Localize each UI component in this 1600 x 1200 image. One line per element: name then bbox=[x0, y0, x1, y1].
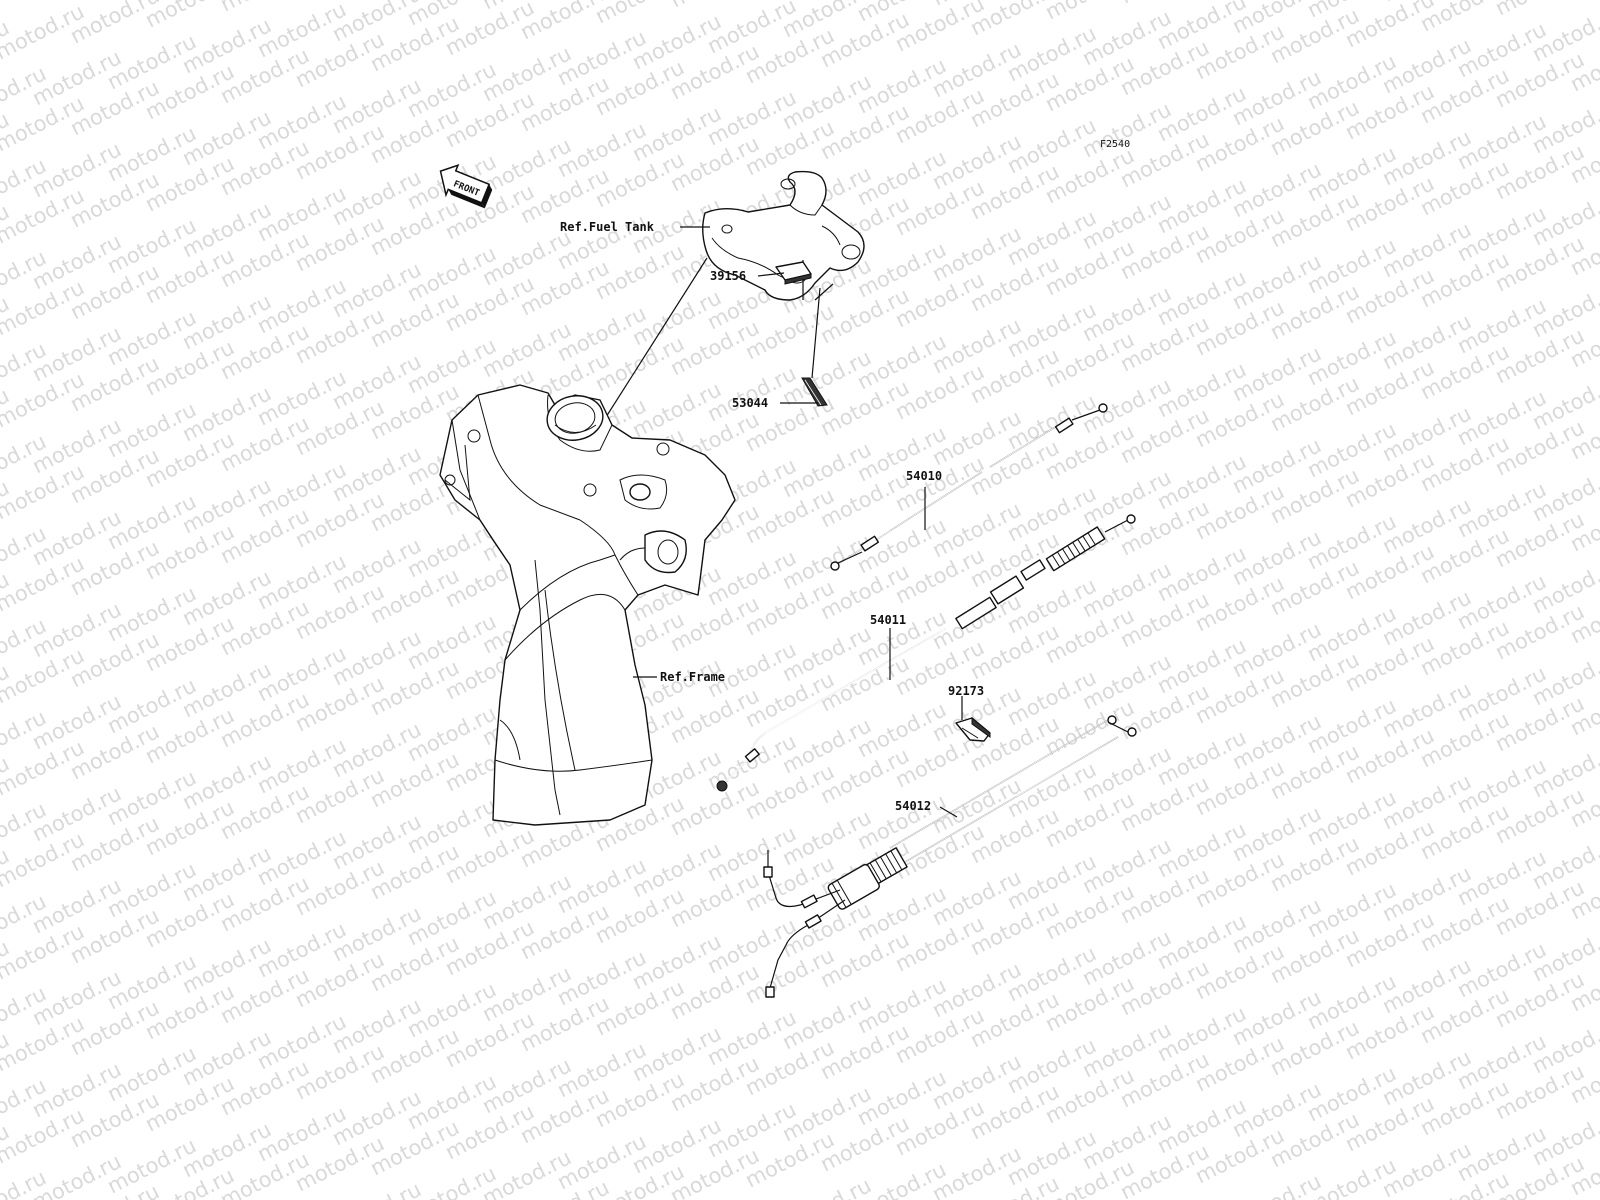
fuel-tank-bracket bbox=[702, 170, 865, 301]
label-53044: 53044 bbox=[732, 396, 768, 410]
label-54011: 54011 bbox=[870, 613, 906, 627]
part-53044-strip bbox=[801, 377, 828, 407]
watermark-text: motod.ru bbox=[1491, 0, 1588, 20]
front-arrow-icon: FRONT bbox=[439, 164, 493, 209]
watermark-text: motod.ru bbox=[328, 1177, 425, 1200]
label-39156: 39156 bbox=[710, 269, 746, 283]
label-54010: 54010 bbox=[906, 469, 942, 483]
cable-54011 bbox=[716, 514, 1136, 792]
part-39156-pad bbox=[775, 261, 812, 285]
watermark-text: motod.ru bbox=[1041, 0, 1138, 24]
diagram-code: F2540 bbox=[1100, 139, 1130, 150]
part-92173-clip bbox=[955, 716, 991, 742]
cable-54012 bbox=[763, 715, 1137, 998]
cable-54010 bbox=[830, 403, 1108, 571]
label-54012: 54012 bbox=[895, 799, 931, 813]
label-ref-fuel-tank: Ref.Fuel Tank bbox=[560, 220, 655, 234]
watermark-text: motod.ru bbox=[778, 1173, 875, 1200]
label-92173: 92173 bbox=[948, 684, 984, 698]
frame bbox=[439, 384, 736, 826]
watermark-text: motod.ru bbox=[216, 0, 313, 16]
watermark-text: motod.ru bbox=[1566, 0, 1600, 4]
label-ref-frame: Ref.Frame bbox=[660, 670, 725, 684]
